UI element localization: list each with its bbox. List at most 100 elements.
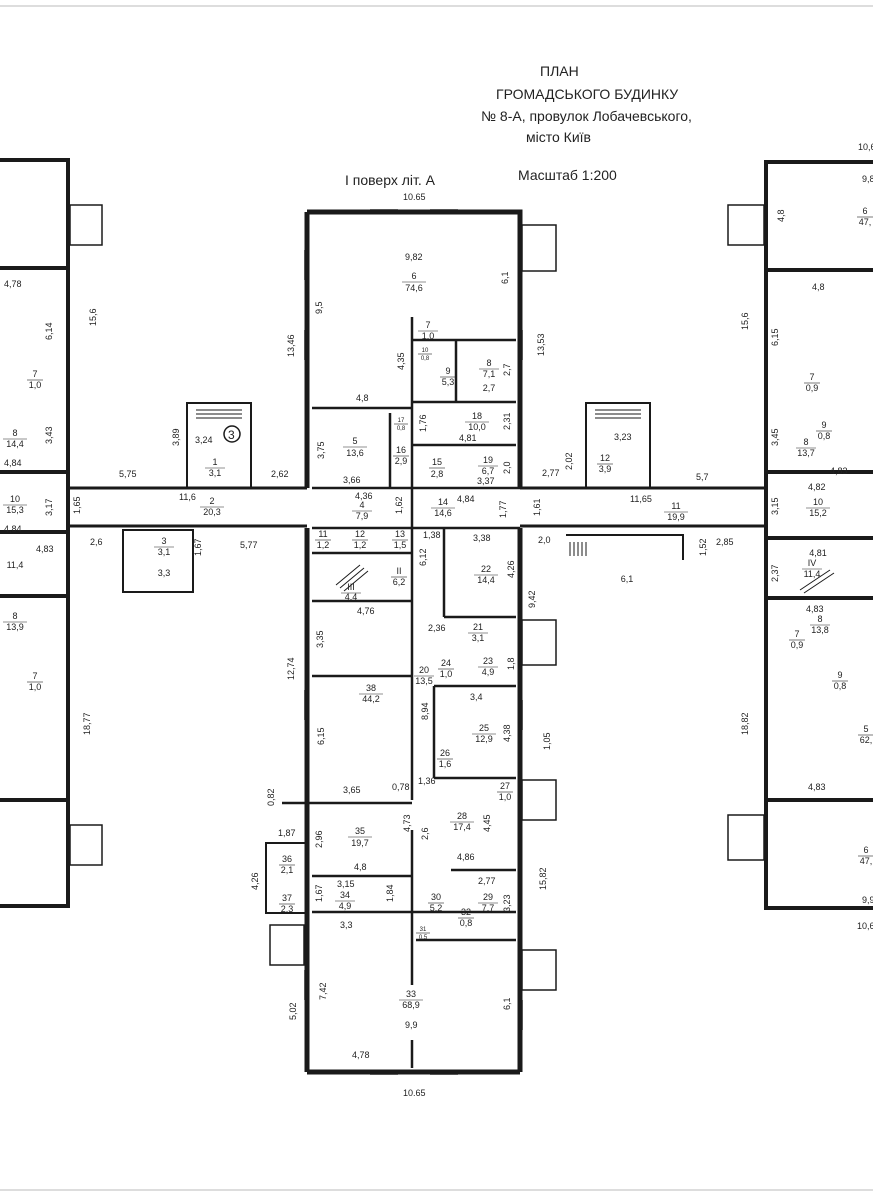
- room-r12-label: 123,9: [597, 453, 613, 474]
- svg-text:13,5: 13,5: [415, 676, 433, 686]
- svg-text:9: 9: [821, 420, 826, 430]
- svg-text:25: 25: [479, 723, 489, 733]
- dim-right-4-83c: 4,83: [808, 782, 826, 792]
- room-left-8a-label: 814,4: [3, 428, 27, 449]
- svg-text:10: 10: [422, 348, 429, 354]
- room-2-label: 220,3: [200, 496, 224, 517]
- dim-left-4-84: 4,84: [4, 458, 22, 468]
- dim-3-75: 3,75: [316, 441, 326, 459]
- room-r6-area: 6,1: [621, 574, 634, 584]
- external-landings: [69, 204, 765, 991]
- svg-text:15,3: 15,3: [6, 505, 24, 515]
- svg-text:74,6: 74,6: [405, 283, 423, 293]
- dim-right-10-6b: 10,6: [857, 921, 873, 931]
- room-4-label: 47,9: [352, 500, 372, 521]
- dim-3-4: 3,4: [470, 692, 483, 702]
- dim-1-8: 1,8: [506, 657, 516, 670]
- svg-text:28: 28: [457, 811, 467, 821]
- scale-label: Масштаб 1:200: [518, 167, 617, 183]
- dim-3-24: 3,24: [195, 435, 213, 445]
- room-29-label: 297,7: [478, 892, 498, 913]
- svg-text:20,3: 20,3: [203, 507, 221, 517]
- svg-text:35: 35: [355, 826, 365, 836]
- dim-right-5-7: 5,7: [696, 472, 709, 482]
- room-36-label: 362,1: [279, 854, 295, 875]
- svg-text:0,8: 0,8: [460, 918, 473, 928]
- svg-text:III: III: [347, 582, 355, 592]
- svg-text:1,0: 1,0: [29, 682, 42, 692]
- dim-3-66: 3,66: [343, 475, 361, 485]
- dim-0-82: 0,82: [266, 788, 276, 806]
- dim-12-74: 12,74: [286, 657, 296, 680]
- room-right-9a-label: 90,8: [816, 420, 832, 441]
- dim-4-8b: 4,8: [354, 862, 367, 872]
- dim-1-36: 1,36: [418, 776, 436, 786]
- dim-left-4-83: 4,83: [36, 544, 54, 554]
- room-12-center-label: 121,2: [352, 529, 368, 550]
- svg-text:8: 8: [486, 358, 491, 368]
- svg-text:7,7: 7,7: [482, 903, 495, 913]
- left-building-walls: [0, 158, 70, 908]
- svg-text:15: 15: [432, 457, 442, 467]
- dim-right-9-9: 9,9: [862, 895, 873, 905]
- room-8-label: 87,1: [479, 358, 499, 379]
- dim-right-15-6: 15,6: [740, 312, 750, 330]
- svg-text:7: 7: [32, 369, 37, 379]
- svg-text:12,9: 12,9: [475, 734, 493, 744]
- svg-text:1,2: 1,2: [317, 540, 330, 550]
- svg-text:8: 8: [803, 437, 808, 447]
- room-21-label: 213,1: [468, 622, 488, 643]
- svg-text:10: 10: [813, 497, 823, 507]
- dim-right-6-15: 6,15: [770, 328, 780, 346]
- dim-1-84: 1,84: [385, 884, 395, 902]
- svg-text:47,: 47,: [860, 856, 873, 866]
- dim-1-87: 1,87: [278, 828, 296, 838]
- dim-1-67: 1,67: [193, 538, 203, 556]
- svg-text:8: 8: [12, 428, 17, 438]
- svg-text:32: 32: [461, 907, 471, 917]
- room-9-label: 95,3: [440, 366, 456, 387]
- dim-right-18-82: 18,82: [740, 712, 750, 735]
- svg-text:13,8: 13,8: [811, 625, 829, 635]
- dim-3-35: 3,35: [315, 630, 325, 648]
- dim-5-77: 5,77: [240, 540, 258, 550]
- room-1-label: 13,1: [205, 457, 225, 478]
- room-13-label: 131,5: [392, 529, 408, 550]
- dim-right-11-65: 11,65: [630, 494, 652, 504]
- room-10-label: 100,8: [418, 348, 432, 362]
- svg-text:3,1: 3,1: [472, 633, 485, 643]
- dim-4-36: 4,36: [355, 491, 373, 501]
- dim-right-4-83b: 4,83: [806, 604, 824, 614]
- svg-text:2: 2: [209, 496, 214, 506]
- dim-left-4-84b: 4,84: [4, 524, 22, 534]
- svg-text:14,4: 14,4: [477, 575, 495, 585]
- svg-text:3,1: 3,1: [209, 468, 222, 478]
- svg-text:2,8: 2,8: [431, 469, 444, 479]
- svg-text:7: 7: [809, 372, 814, 382]
- room-8-sub-area: 2,7: [483, 383, 496, 393]
- svg-text:19: 19: [483, 455, 493, 465]
- plan-subtitle: ГРОМАДСЬКОГО БУДИНКУ: [496, 86, 679, 102]
- svg-text:6,2: 6,2: [393, 577, 406, 587]
- svg-text:IV: IV: [808, 558, 817, 568]
- dim-6-15: 6,15: [316, 727, 326, 745]
- svg-text:9: 9: [837, 670, 842, 680]
- plan-address: № 8-А, провулок Лобачевського,: [481, 108, 692, 124]
- dim-7-42: 7,42: [318, 982, 328, 1000]
- dim-right-10-6: 10,6: [858, 142, 873, 152]
- dim-right-4-8b: 4,8: [812, 282, 825, 292]
- dim-left-3-43: 3,43: [44, 426, 54, 444]
- svg-text:20: 20: [419, 665, 429, 675]
- svg-text:16: 16: [396, 445, 406, 455]
- room-II-label: II6,2: [391, 566, 407, 587]
- room-left-11-area: 11,4: [7, 560, 24, 570]
- svg-text:18: 18: [472, 411, 482, 421]
- svg-text:14,6: 14,6: [434, 508, 452, 518]
- dim-13-46: 13,46: [286, 334, 296, 357]
- room-right-9b-label: 90,8: [832, 670, 848, 691]
